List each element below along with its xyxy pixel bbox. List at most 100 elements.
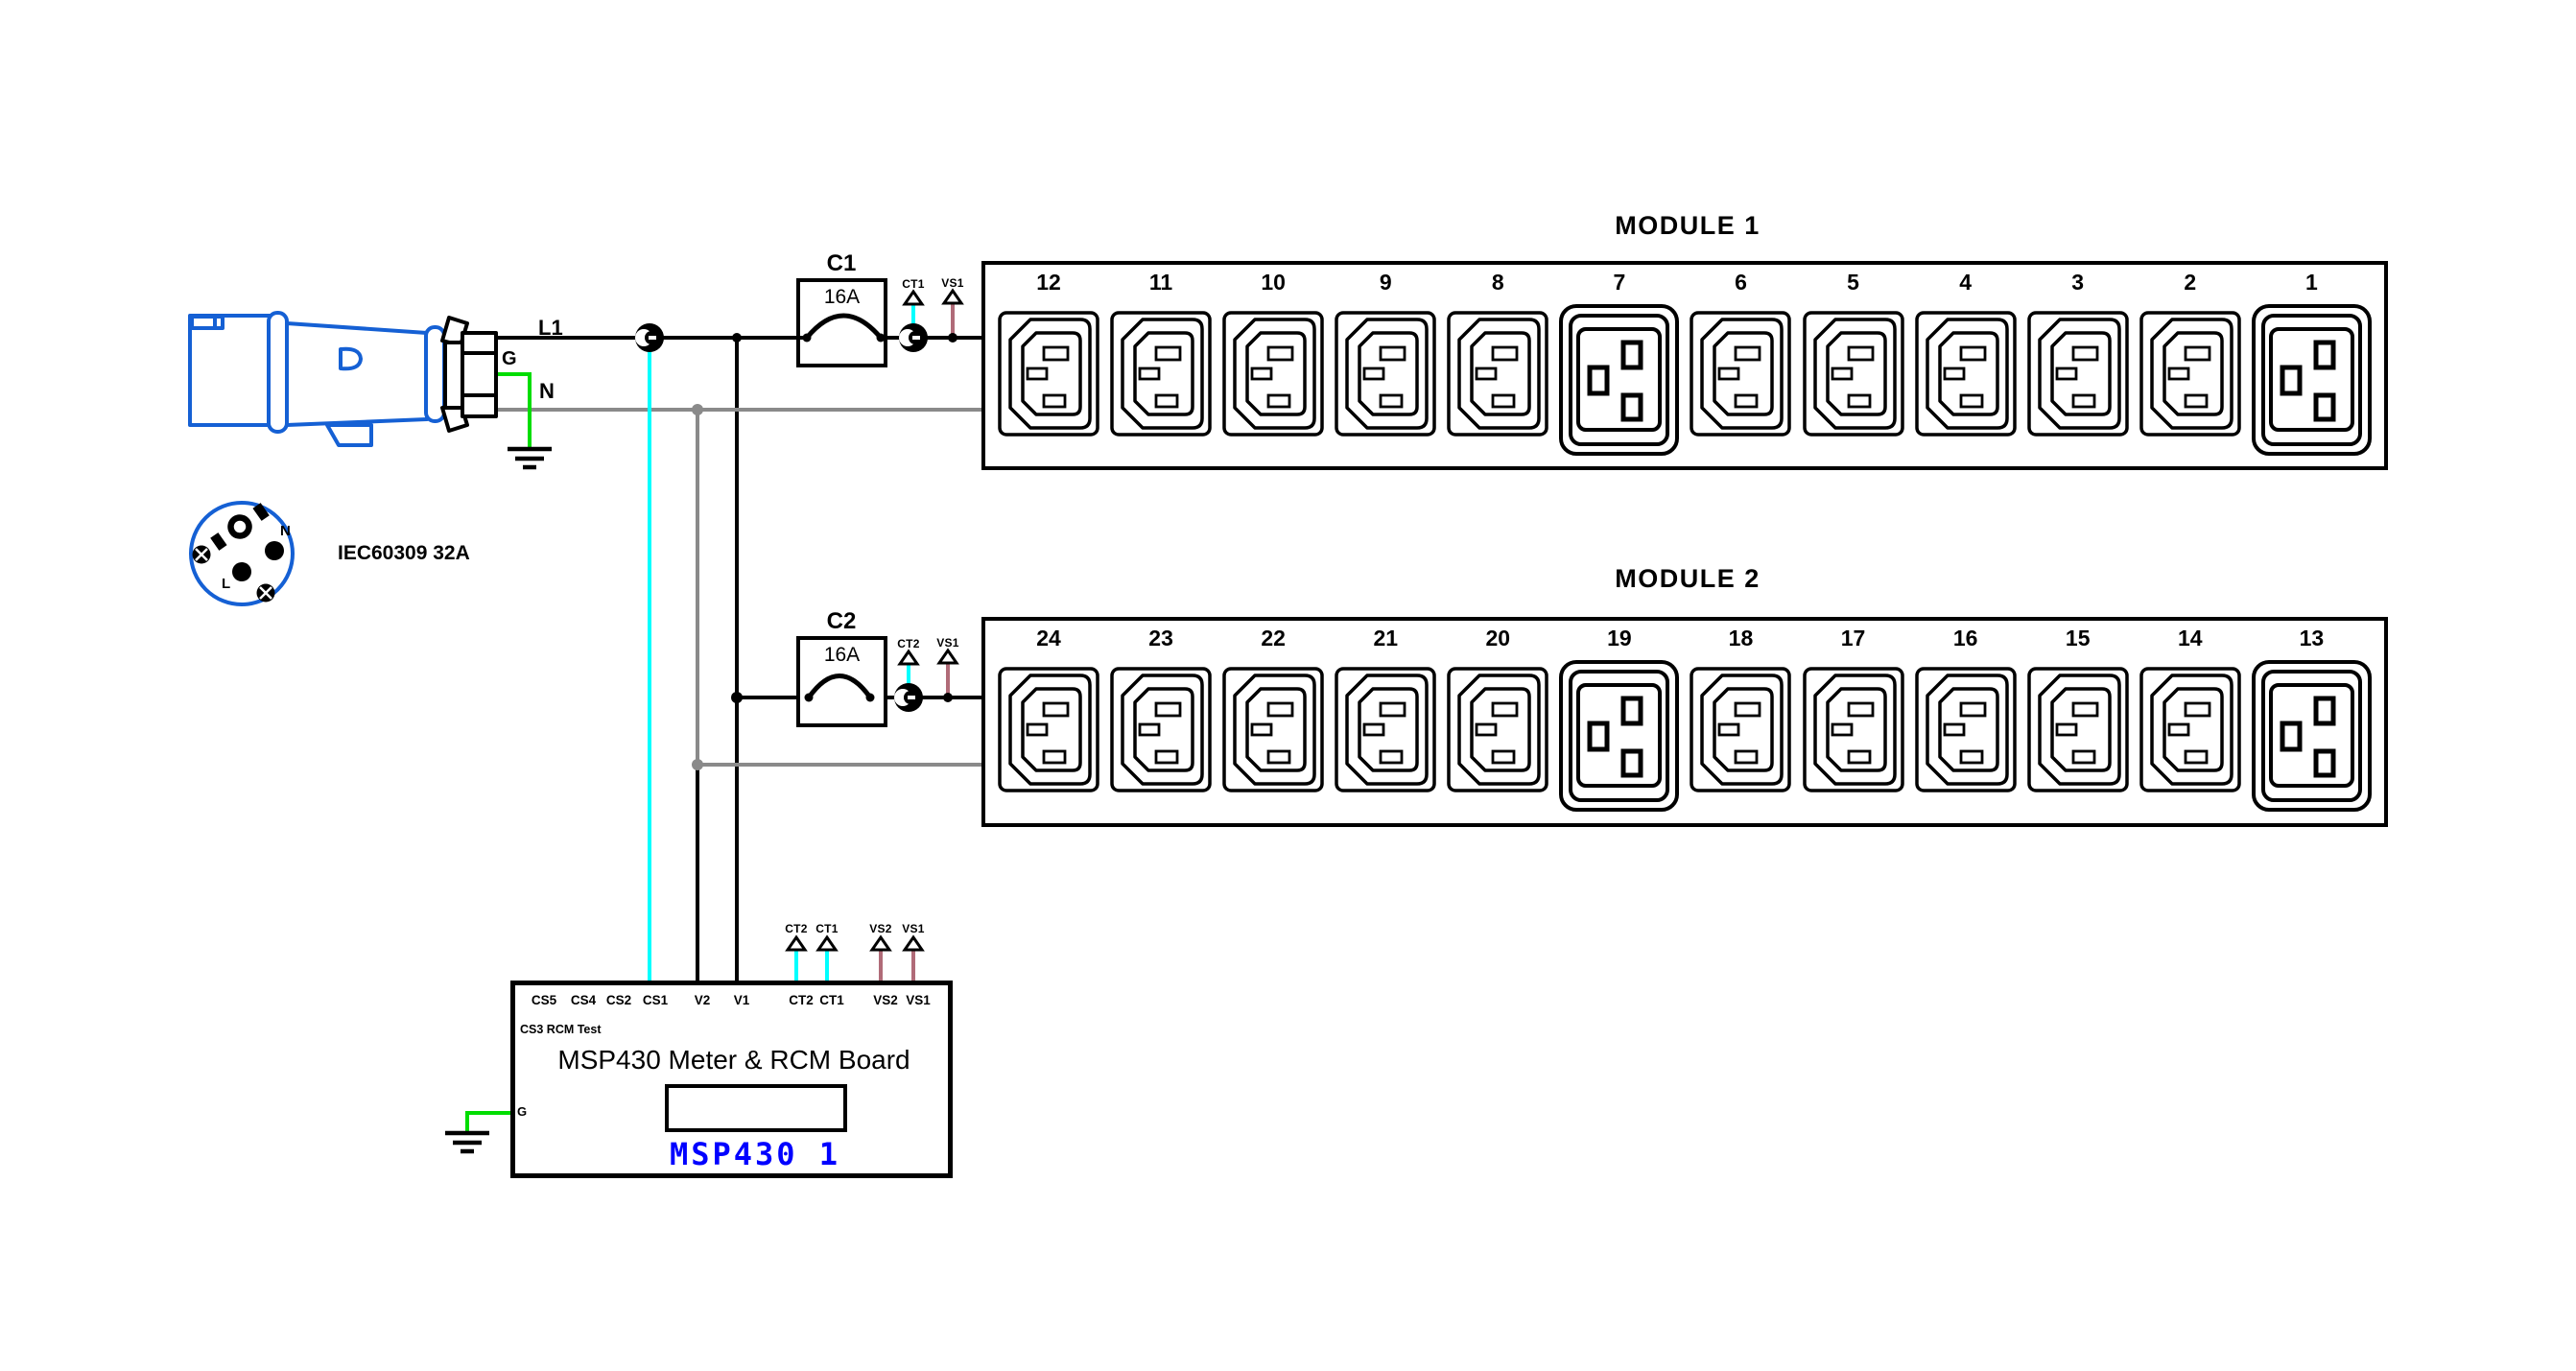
outlet-c13-symbol — [1690, 311, 1792, 437]
board-pin-cs5: CS5 — [531, 993, 557, 1007]
vs2-tag: VS1 — [936, 636, 959, 650]
outlet-c13-symbol — [1802, 311, 1904, 437]
breaker-c1-box: 16A — [796, 278, 887, 367]
wire-ground-board — [465, 1111, 510, 1131]
ground-label: G — [502, 348, 517, 369]
board-input-ct2-tag: CT2 — [785, 922, 808, 935]
outlet-7: 7 — [1559, 265, 1680, 456]
outlet-16: 16 — [1914, 621, 2017, 792]
module-2-title: MODULE 2 — [1615, 564, 1761, 593]
outlet-c13-symbol — [1802, 667, 1904, 792]
breaker-c2-name: C2 — [826, 608, 857, 634]
outlet-number: 15 — [2065, 626, 2091, 650]
outlet-c13-symbol — [1335, 667, 1436, 792]
outlet-number: 12 — [1036, 270, 1061, 295]
outlet-c13-symbol — [998, 311, 1099, 437]
board-ct1-arrowhead — [815, 934, 839, 952]
outlet-number: 16 — [1952, 626, 1978, 650]
outlet-c13-symbol — [1447, 667, 1549, 792]
board-input-vs1-tag: VS1 — [902, 922, 925, 935]
vs1-tag: VS1 — [941, 276, 964, 290]
outlet-19: 19 — [1559, 621, 1680, 812]
ct1-arrowhead — [902, 289, 925, 306]
face-pin-n — [265, 541, 284, 560]
board-pin-ct1: CT1 — [819, 993, 844, 1007]
board-vs1-arrowhead — [902, 934, 925, 952]
outlet-11: 11 — [1110, 265, 1212, 437]
board-pin-cs1: CS1 — [642, 993, 669, 1007]
board-aux-pins-label: CS3 RCM Test — [520, 1023, 602, 1036]
ct-sensor-ct1 — [899, 323, 928, 352]
outlet-10: 10 — [1222, 265, 1324, 437]
outlet-17: 17 — [1802, 621, 1904, 792]
board-pin-ct2: CT2 — [789, 993, 814, 1007]
board-title: MSP430 Meter & RCM Board — [557, 1045, 910, 1075]
board-pin-cs4: CS4 — [570, 993, 597, 1007]
outlet-number: 2 — [2184, 270, 2197, 295]
outlet-number: 22 — [1261, 626, 1286, 650]
outlet-c19-symbol — [1559, 304, 1680, 456]
outlet-13: 13 — [2251, 621, 2372, 812]
outlet-c13-symbol — [1222, 311, 1324, 437]
outlet-4: 4 — [1914, 265, 2017, 437]
outlet-c19-symbol — [2251, 660, 2372, 812]
phase-wires — [496, 336, 981, 981]
board-ct2-arrowhead — [785, 934, 808, 952]
vs1-arrowhead — [941, 288, 964, 305]
outlet-c13-symbol — [1447, 311, 1549, 437]
outlet-c13-symbol — [1110, 311, 1212, 437]
ct1-tag: CT1 — [902, 277, 925, 291]
outlet-6: 6 — [1690, 265, 1792, 437]
outlet-c13-symbol — [1914, 667, 2017, 792]
outlet-number: 8 — [1491, 270, 1504, 295]
outlet-number: 19 — [1607, 626, 1632, 650]
cable-gland — [440, 316, 498, 433]
outlet-number: 20 — [1485, 626, 1511, 650]
board-designator: MSP430 1 — [669, 1136, 841, 1172]
ground-symbol-board — [445, 1130, 489, 1154]
face-screw-bottom — [256, 583, 275, 603]
outlet-5: 5 — [1802, 265, 1904, 437]
outlet-number: 18 — [1728, 626, 1754, 650]
outlet-8: 8 — [1447, 265, 1549, 437]
outlet-c13-symbol — [2139, 311, 2241, 437]
outlet-9: 9 — [1335, 265, 1436, 437]
outlet-number: 5 — [1847, 270, 1859, 295]
l1-label: L1 — [538, 316, 563, 340]
outlet-number: 14 — [2177, 626, 2203, 650]
iec-face-view — [189, 501, 295, 606]
outlet-c13-symbol — [1110, 667, 1212, 792]
outlet-14: 14 — [2139, 621, 2241, 792]
board-input-vs2-tag: VS2 — [869, 922, 892, 935]
outlet-c13-symbol — [1690, 667, 1792, 792]
outlet-22: 22 — [1222, 621, 1324, 792]
outlet-number: 1 — [2304, 270, 2318, 295]
board-vs2-arrowhead — [869, 934, 892, 952]
vs2-arrowhead — [936, 648, 959, 665]
neutral-wires — [496, 408, 981, 767]
board-pin-v2: V2 — [694, 993, 711, 1007]
breaker-c1-name: C1 — [826, 250, 857, 276]
board-pin-cs2: CS2 — [605, 993, 632, 1007]
outlet-number: 9 — [1379, 270, 1392, 295]
ct-sensor-ct2 — [894, 683, 923, 712]
face-screw-left — [192, 545, 211, 564]
breaker-c2-box: 16A — [796, 636, 887, 727]
board-pin-v1: V1 — [733, 993, 750, 1007]
outlet-number: 13 — [2299, 626, 2325, 650]
outlet-c13-symbol — [2139, 667, 2241, 792]
outlet-number: 23 — [1148, 626, 1173, 650]
outlet-c13-symbol — [1222, 667, 1324, 792]
breaker-c2-rating: 16A — [823, 644, 861, 666]
outlet-number: 7 — [1613, 270, 1626, 295]
module-1-title: MODULE 1 — [1615, 211, 1761, 240]
outlet-c19-symbol — [1559, 660, 1680, 812]
face-pin-l — [232, 562, 251, 581]
iec-plug-body — [188, 311, 446, 447]
outlet-number: 17 — [1840, 626, 1866, 650]
